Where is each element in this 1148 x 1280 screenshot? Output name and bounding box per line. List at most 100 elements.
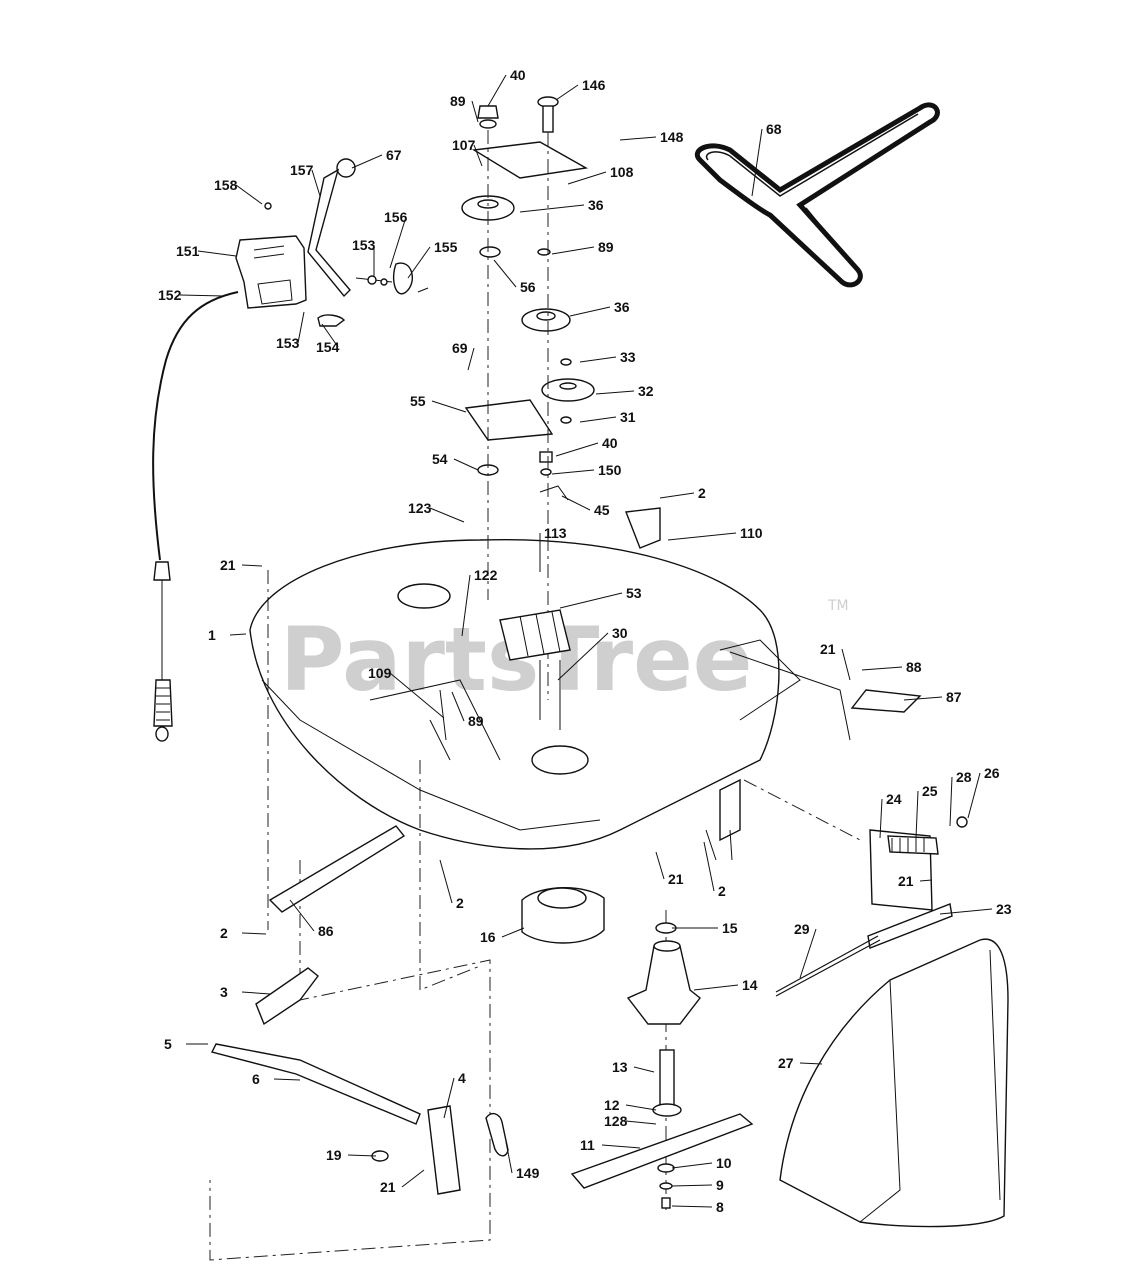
leader-line-c154 [321,323,339,348]
callout-c2d: 2 [220,925,228,941]
leader-line-c4 [443,1077,455,1119]
leader-line-c153b [297,311,305,344]
callout-c150: 150 [598,462,622,478]
leader-line-c156 [389,216,407,269]
callout-c2b: 2 [718,883,726,899]
callout-c86: 86 [318,923,334,939]
callout-c11: 11 [580,1137,595,1153]
callout-c29: 29 [794,921,810,937]
callout-c40a: 40 [510,67,526,83]
leader-line-c146 [555,84,579,101]
leader-line-c68 [751,128,763,197]
callout-c31: 31 [620,409,636,425]
callout-labels: 4089146148107108368956363332314015045211… [158,67,1012,1215]
callout-c110: 110 [740,525,763,541]
leader-line-c54 [453,458,479,471]
callout-c21e: 21 [380,1179,396,1195]
callout-c153b: 153 [276,335,300,351]
callout-c107: 107 [452,137,476,153]
callout-c2c: 2 [456,895,464,911]
callout-c24: 24 [886,791,902,807]
callout-c87: 87 [946,689,962,705]
callout-c89a: 89 [450,93,466,109]
callout-c157: 157 [290,162,314,178]
callout-c13: 13 [612,1059,628,1075]
leader-line-c28 [949,776,953,827]
callout-c9: 9 [716,1177,724,1193]
callout-c109: 109 [368,665,392,681]
callout-c16: 16 [480,929,496,945]
callout-c154: 154 [316,339,340,355]
leader-line-c110 [667,532,737,541]
callout-c155: 155 [434,239,458,255]
leader-line-c29 [799,928,817,979]
leader-line-c9 [671,1184,713,1187]
chute-bracket-assembly [775,816,968,997]
leader-line-c40b [555,442,599,457]
callout-c36b: 36 [614,299,630,315]
callout-c128: 128 [604,1113,628,1129]
leader-line-c128 [625,1120,657,1125]
callout-c21b: 21 [820,641,836,657]
control-lever-assembly [235,158,429,327]
callout-c36a: 36 [588,197,604,213]
callout-c33: 33 [620,349,636,365]
leader-line-c10 [671,1162,713,1169]
leader-line-c69 [467,347,475,371]
callout-c55: 55 [410,393,426,409]
callout-c10: 10 [716,1155,732,1171]
callout-c23: 23 [996,901,1012,917]
leader-line-c150 [551,469,595,475]
callout-c153a: 153 [352,237,376,253]
leader-line-c56 [493,259,517,288]
callout-c6: 6 [252,1071,260,1087]
callout-c15: 15 [722,920,738,936]
leader-line-c123 [429,507,465,523]
leader-line-c27 [799,1062,823,1065]
callout-c12: 12 [604,1097,620,1113]
leader-line-c33 [579,356,617,363]
leader-line-c36a [519,204,585,213]
bracket-87 [729,651,922,741]
callout-c21c: 21 [668,871,684,887]
callout-c30: 30 [612,625,628,641]
leader-line-c31 [579,416,617,423]
leader-line-c89a [471,100,479,123]
callout-c152: 152 [158,287,182,303]
callout-c89b: 89 [598,239,614,255]
callout-c21a: 21 [220,557,236,573]
leader-line-c108 [567,171,607,185]
leader-line-c26 [967,772,981,819]
lift-linkage [210,825,509,1195]
leader-line-c8 [671,1205,713,1208]
discharge-chute-27 [779,938,1009,1228]
spindle-blade-assembly [521,887,754,1209]
leader-line-c14 [693,984,739,991]
leader-line-c21d [919,879,933,882]
leader-line-c21e [401,1169,425,1188]
leader-line-c89c [451,691,465,722]
leader-line-c122 [461,574,471,637]
callout-c25: 25 [922,783,938,799]
callout-c27: 27 [778,1055,794,1071]
leader-line-c21c [655,851,665,880]
callout-c158: 158 [214,177,238,193]
leader-line-c109 [389,672,445,719]
leader-line-c67 [351,154,383,169]
callout-c68: 68 [766,121,782,137]
leader-line-c53 [559,592,623,609]
callout-c151: 151 [176,243,200,259]
callout-c108: 108 [610,164,634,180]
callout-c5: 5 [164,1036,172,1052]
callout-c113: 113 [544,525,567,541]
leader-line-c32 [595,390,635,395]
leader-line-c55 [431,400,467,413]
leader-line-c158 [235,184,263,205]
leader-line-c30 [557,632,609,681]
callout-c26: 26 [984,765,1000,781]
callout-c45: 45 [594,502,610,518]
belt-68 [695,102,940,288]
callout-c122: 122 [474,567,498,583]
callout-c88: 88 [906,659,922,675]
